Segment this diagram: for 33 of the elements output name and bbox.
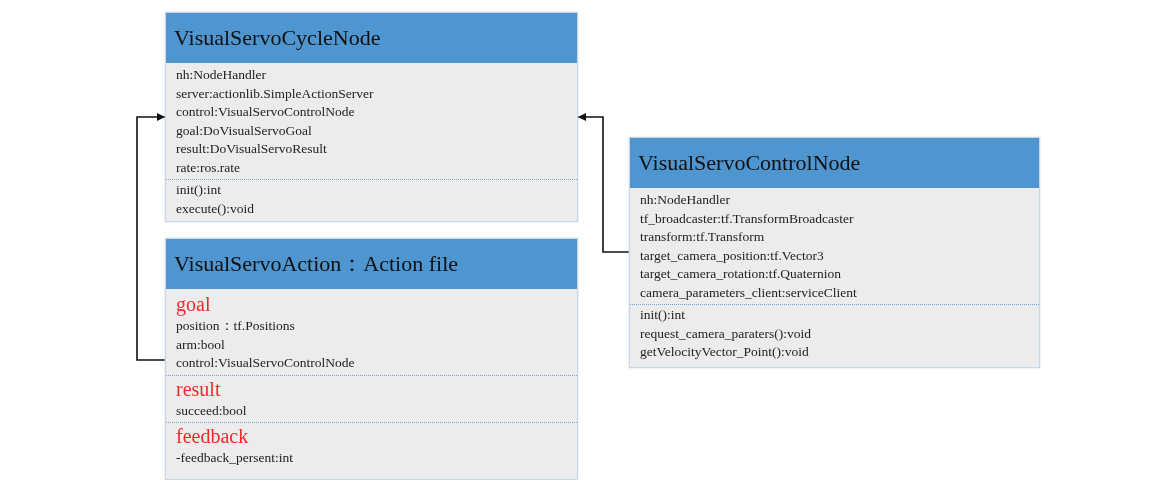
member-text: nh:NodeHandler [640,191,731,209]
member-text: goal:DoVisualServoGoal [176,121,313,140]
member-text: camera_parameters_client:serviceClient [640,283,858,302]
member-text: tf_broadcaster:tf.TransformBroadcaster [640,209,855,228]
section-heading: feedback [176,424,250,449]
member-text: target_camera_position:tf.Vector3 [640,246,825,265]
class-box [165,12,578,222]
member-text: rate:ros.rate [176,158,242,177]
class-box [165,238,578,480]
class-name: VisualServoAction：Action file [166,239,577,289]
member-text: result:DoVisualServoResult [176,140,328,158]
member-text: init():int [640,306,686,324]
section-heading: result [176,376,222,402]
member-text: arm:bool [176,335,226,354]
member-text: succeed:bool [176,401,248,420]
member-text: getVelocityVector_Point():void [640,343,810,361]
member-text: position：tf.Positions [176,317,296,335]
class-box [629,137,1040,368]
member-text: execute():void [176,199,255,218]
arrow [577,113,630,253]
section-heading: goal [176,292,212,317]
member-text: control:VisualServoControlNode [176,354,356,372]
class-name: VisualServoCycleNode [166,13,577,63]
member-text: nh:NodeHandler [176,66,267,84]
member-text: request_camera_paraters():void [640,324,812,343]
member-text: -feedback_persent:int [176,449,294,467]
member-text: transform:tf.Transform [640,228,766,246]
member-text: init():int [176,181,222,199]
member-text: target_camera_rotation:tf.Quaternion [640,265,843,283]
class-name: VisualServoControlNode [630,138,1039,188]
member-text: server:actionlib.SimpleActionServer [176,84,375,103]
arrow [136,113,166,361]
member-text: control:VisualServoControlNode [176,103,356,121]
